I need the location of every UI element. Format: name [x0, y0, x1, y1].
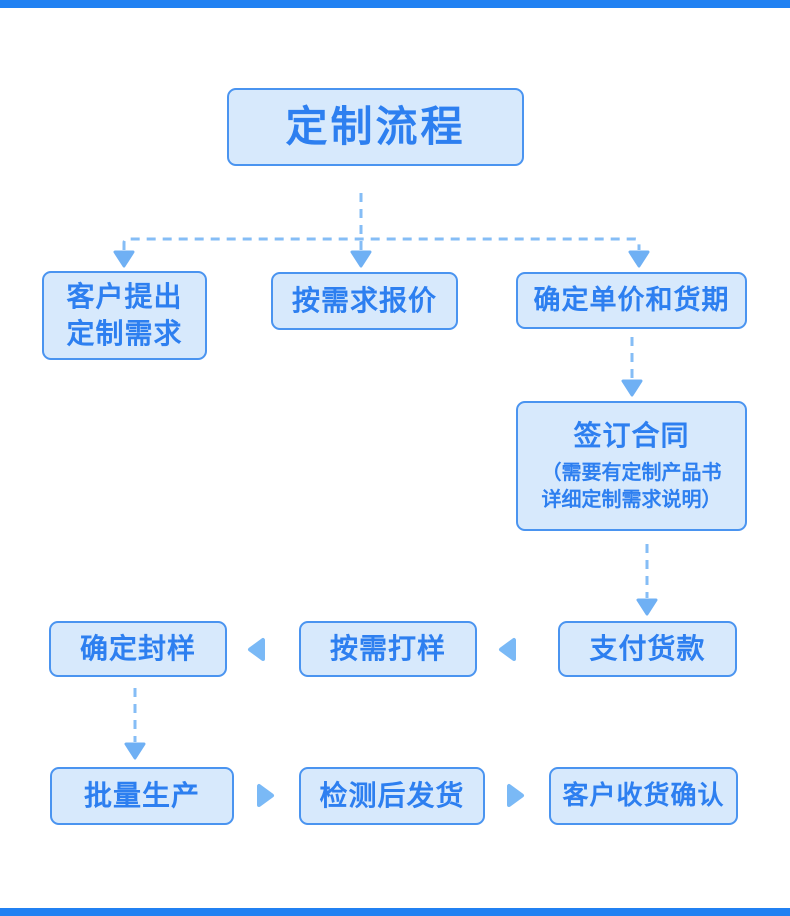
flow-box-make-sample: 按需打样: [299, 621, 477, 677]
flow-box-price-delivery: 确定单价和货期: [516, 272, 747, 329]
flow-box-quote: 按需求报价: [271, 272, 458, 330]
confirm-sample-label: 确定封样: [79, 632, 196, 664]
arrowhead-down-customer-request-icon: [113, 250, 135, 268]
flow-box-mass-production: 批量生产: [50, 767, 234, 825]
arrowhead-down-mass-production-icon: [124, 742, 146, 760]
triangle-left-payment-to-sample-icon: [499, 638, 516, 661]
flow-box-contract: 签订合同 （需要有定制产品书 详细定制需求说明）: [516, 401, 747, 531]
price-delivery-label: 确定单价和货期: [533, 284, 730, 315]
contract-note-line2: 详细定制需求说明）: [541, 489, 722, 512]
customer-request-line2: 定制需求: [66, 317, 183, 349]
customer-request-line1: 客户提出: [66, 281, 183, 313]
flow-box-confirm-sample: 确定封样: [49, 621, 227, 677]
inspect-ship-label: 检测后发货: [319, 779, 465, 811]
flow-box-inspect-ship: 检测后发货: [299, 767, 485, 825]
payment-label: 支付货款: [589, 632, 706, 664]
bottom-accent-bar: [0, 908, 790, 916]
arrowhead-down-quote-icon: [350, 250, 372, 268]
flow-box-receipt-confirm: 客户收货确认: [549, 767, 738, 825]
quote-label: 按需求报价: [291, 284, 437, 316]
flow-box-payment: 支付货款: [558, 621, 737, 677]
arrowhead-down-contract-icon: [621, 379, 643, 397]
arrowhead-down-payment-icon: [636, 598, 658, 616]
title-box: 定制流程: [227, 88, 524, 166]
receipt-confirm-label: 客户收货确认: [562, 780, 725, 811]
contract-title: 签订合同: [573, 419, 690, 451]
arrowhead-down-price-delivery-icon: [628, 250, 650, 268]
flow-box-customer-request: 客户提出 定制需求: [42, 271, 207, 360]
triangle-left-sample-to-confirm-icon: [248, 638, 265, 661]
triangle-right-production-to-inspect-icon: [257, 784, 274, 807]
mass-production-label: 批量生产: [83, 779, 200, 811]
connector-split-horizontal: [122, 237, 641, 250]
page-title: 定制流程: [285, 102, 466, 150]
make-sample-label: 按需打样: [329, 632, 446, 664]
top-accent-bar: [0, 0, 790, 8]
contract-note-line1: （需要有定制产品书: [541, 462, 722, 485]
triangle-right-inspect-to-receipt-icon: [507, 784, 524, 807]
